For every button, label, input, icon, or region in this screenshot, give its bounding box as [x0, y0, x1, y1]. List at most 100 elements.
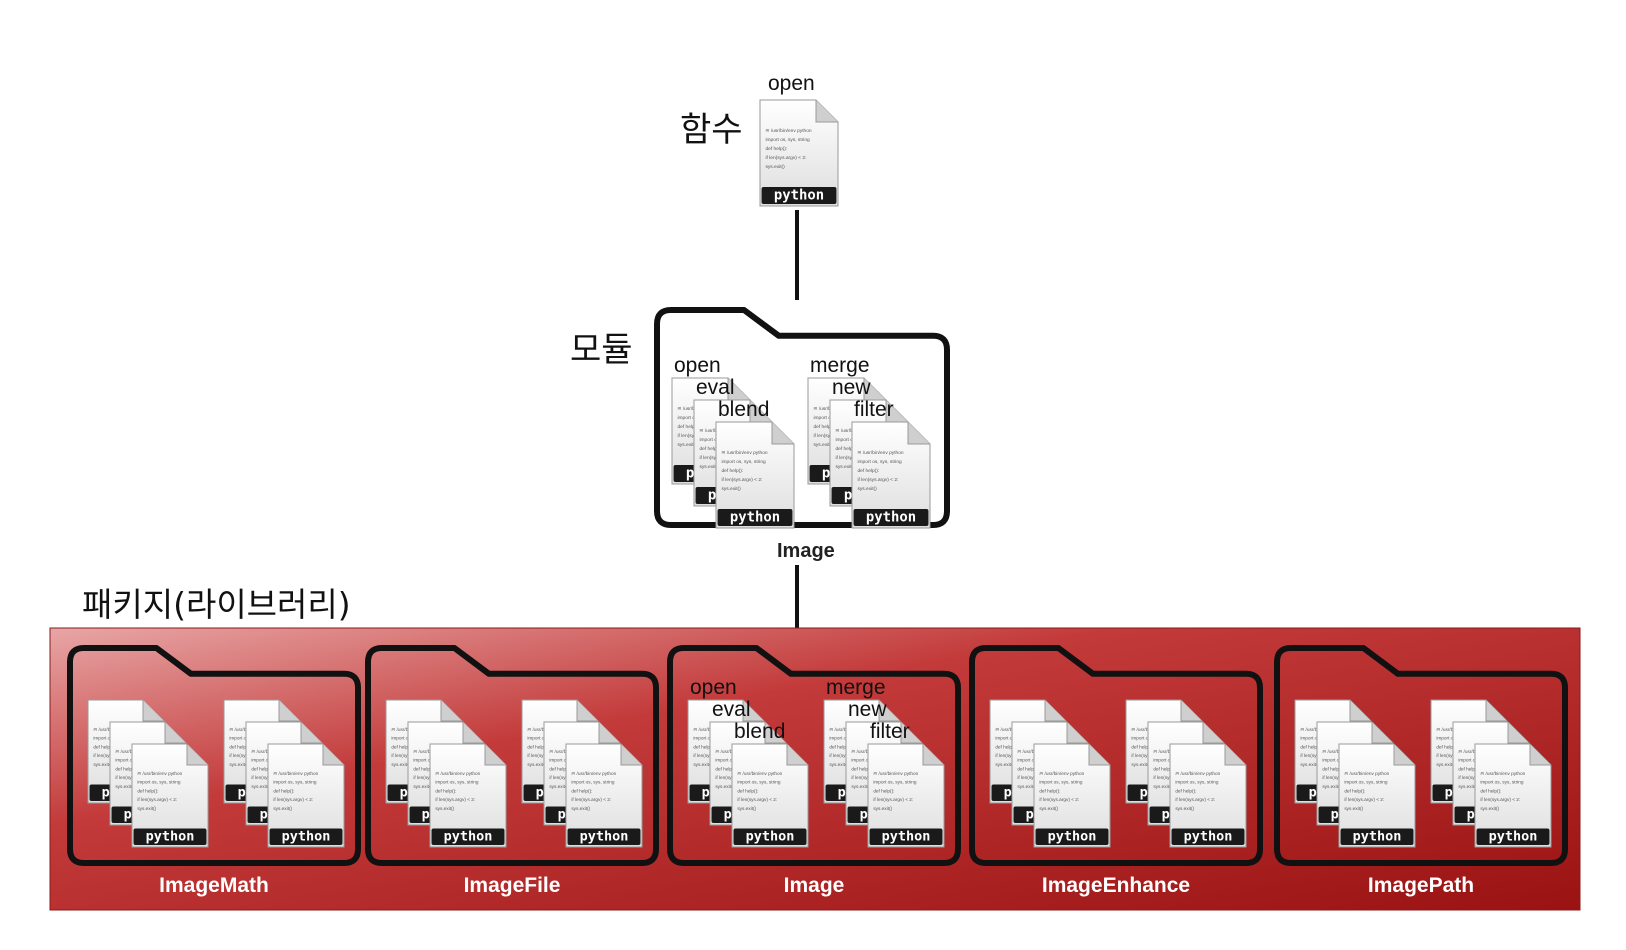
file-page — [1169, 743, 1247, 848]
file-code-line: sys.exit() — [435, 806, 454, 811]
file-code-line: #! /usr/bin/env python — [737, 771, 782, 776]
python-badge — [853, 509, 929, 526]
python-badge — [567, 828, 641, 845]
file-code-line: def help(): — [1480, 788, 1501, 793]
file-code-line: sys.exit() — [765, 164, 785, 170]
file-fold — [278, 700, 300, 722]
file-code-line: def help(): — [1153, 766, 1174, 771]
file-code-line: #! /usr/bin/env python — [1344, 771, 1389, 776]
file-code-line: if len(sys.argv) < 2: — [273, 797, 313, 802]
file-code-line: #! /usr/bin/env python — [137, 771, 182, 776]
file-fold — [742, 700, 764, 722]
file-code-line: def help(): — [435, 788, 456, 793]
python-badge-label: python — [730, 509, 780, 525]
python-badge — [733, 828, 807, 845]
file-fold — [598, 722, 620, 744]
file-code-line: sys.exit() — [571, 806, 590, 811]
file-code-line: sys.exit() — [1436, 762, 1455, 767]
file-code-line: def help(): — [857, 468, 879, 474]
function-name-label: filter — [870, 720, 910, 743]
python-badge-label: python — [146, 828, 195, 844]
file-code-line: def help(): — [413, 766, 434, 771]
file-fold — [1044, 700, 1066, 722]
file-code-line: def help(): — [873, 788, 894, 793]
file-code-line: #! /usr/bin/env python — [435, 771, 480, 776]
file-code-line: #! /usr/bin/env python — [273, 771, 318, 776]
file-code-line: import os, sys, string — [873, 780, 917, 785]
file-code-line: def help(): — [1131, 744, 1152, 749]
file-code-line: sys.exit() — [273, 806, 292, 811]
package-folder-outline — [1274, 645, 1568, 866]
file-code-line: sys.exit() — [1300, 762, 1319, 767]
file-code-line: def help(): — [699, 446, 721, 452]
file-fold — [815, 100, 838, 123]
file-code-line: sys.exit() — [1322, 784, 1341, 789]
file-code-line: sys.exit() — [1480, 806, 1499, 811]
file-code-line: sys.exit() — [813, 442, 833, 448]
file-code-line: if len(sys.argv) < 2: — [435, 797, 475, 802]
function-label: 함수 — [680, 110, 743, 150]
python-badge-label: python — [866, 509, 916, 525]
file-code-line: import os, sys, string — [1344, 780, 1388, 785]
file-code-line: #! /usr/bin/env python — [873, 771, 918, 776]
file-page — [867, 743, 945, 848]
file-fold — [484, 744, 506, 766]
file-page — [851, 421, 931, 529]
function-name-label: blend — [718, 398, 769, 421]
module-name: Image — [777, 540, 835, 562]
file-code-line: sys.exit() — [1153, 784, 1172, 789]
file-page — [565, 743, 643, 848]
file-code-line: sys.exit() — [835, 464, 855, 470]
file-code-line: if len(sys.argv) < 2: — [1344, 797, 1384, 802]
file-code-line: sys.exit() — [873, 806, 892, 811]
file-code-line: sys.exit() — [693, 762, 712, 767]
file-code-line: import os, sys, string — [1039, 780, 1083, 785]
file-code-line: #! /usr/bin/env python — [765, 128, 811, 134]
python-badge-label: python — [1048, 828, 1097, 844]
python-badge — [1171, 828, 1245, 845]
file-page — [131, 743, 209, 848]
file-code-line: sys.exit() — [677, 442, 697, 448]
file-code-line: sys.exit() — [229, 762, 248, 767]
function-name-label: open — [674, 354, 721, 377]
file-code-line: def help(): — [1458, 766, 1479, 771]
function-name-label: merge — [810, 354, 870, 377]
file-code-line: def help(): — [251, 766, 272, 771]
python-badge — [1035, 828, 1109, 845]
file-code-line: import os, sys, string — [857, 459, 902, 465]
file-fold — [1371, 722, 1393, 744]
function-name-label: open — [690, 676, 737, 699]
package-folder-outline — [969, 645, 1263, 866]
top-file-name: open — [768, 72, 815, 95]
file-code-line: sys.exit() — [1017, 784, 1036, 789]
file-code-line: #! /usr/bin/env python — [1175, 771, 1220, 776]
file-code-line: if len(sys.argv) < 2: — [857, 477, 898, 483]
function-name-label: new — [848, 698, 887, 721]
function-name-label: eval — [712, 698, 751, 721]
file-code-line: def help(): — [737, 788, 758, 793]
function-name-label: filter — [854, 398, 894, 421]
file-fold — [142, 700, 164, 722]
file-fold — [1349, 700, 1371, 722]
file-code-line: if len(sys.argv) < 2: — [765, 155, 806, 161]
file-code-line: if len(sys.argv) < 2: — [873, 797, 913, 802]
file-code-line: sys.exit() — [115, 784, 134, 789]
python-badge-label: python — [1184, 828, 1233, 844]
file-fold — [164, 722, 186, 744]
file-fold — [907, 422, 930, 445]
diagram-content: #! /usr/bin/env python import os, sys, st… — [67, 99, 1568, 897]
file-code-line: sys.exit() — [413, 784, 432, 789]
package-folder-name: ImageFile — [464, 874, 561, 897]
file-code-line: sys.exit() — [737, 806, 756, 811]
python-badge-label: python — [1353, 828, 1402, 844]
file-fold — [1485, 700, 1507, 722]
file-code-line: import os, sys, string — [1480, 780, 1524, 785]
file-fold — [300, 722, 322, 744]
python-badge-label: python — [774, 187, 824, 203]
